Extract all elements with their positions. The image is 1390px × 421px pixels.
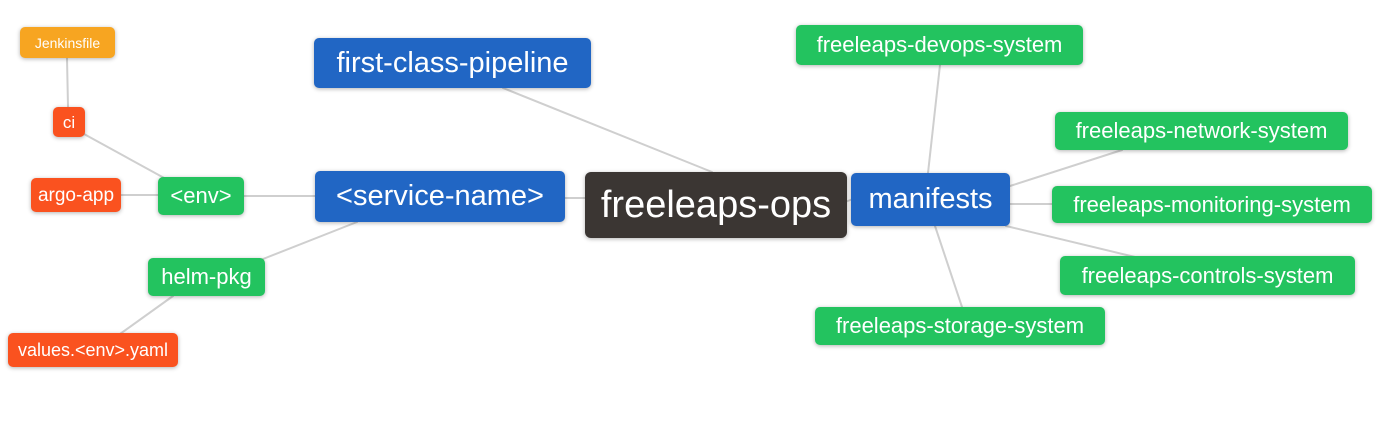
edge-jenkinsfile-ci — [66, 57, 69, 108]
node-ci[interactable]: ci — [53, 107, 85, 137]
edge-service-name-helm-pkg — [262, 221, 358, 260]
node-storage-system[interactable]: freeleaps-storage-system — [815, 307, 1105, 345]
edge-manifests-storage-system — [934, 225, 963, 308]
edge-ci-env — [83, 133, 167, 180]
node-manifests[interactable]: manifests — [851, 173, 1010, 226]
edge-first-class-pipeline-freeleaps-ops — [502, 87, 713, 173]
node-network-system[interactable]: freeleaps-network-system — [1055, 112, 1348, 150]
node-controls-system[interactable]: freeleaps-controls-system — [1060, 256, 1355, 295]
node-helm-pkg[interactable]: helm-pkg — [148, 258, 265, 296]
node-service-name[interactable]: <service-name> — [315, 171, 565, 222]
edge-manifests-devops-system — [927, 64, 941, 174]
edge-manifests-network-system — [1009, 149, 1123, 187]
node-env[interactable]: <env> — [158, 177, 244, 215]
node-argo-app[interactable]: argo-app — [31, 178, 121, 212]
node-jenkinsfile[interactable]: Jenkinsfile — [20, 27, 115, 58]
edge-helm-pkg-values-env-yaml — [119, 295, 174, 335]
node-monitoring-system[interactable]: freeleaps-monitoring-system — [1052, 186, 1372, 223]
node-first-class-pipeline[interactable]: first-class-pipeline — [314, 38, 591, 88]
node-values-env-yaml[interactable]: values.<env>.yaml — [8, 333, 178, 367]
node-freeleaps-ops[interactable]: freeleaps-ops — [585, 172, 847, 238]
node-devops-system[interactable]: freeleaps-devops-system — [796, 25, 1083, 65]
edge-manifests-controls-system — [1005, 225, 1136, 258]
